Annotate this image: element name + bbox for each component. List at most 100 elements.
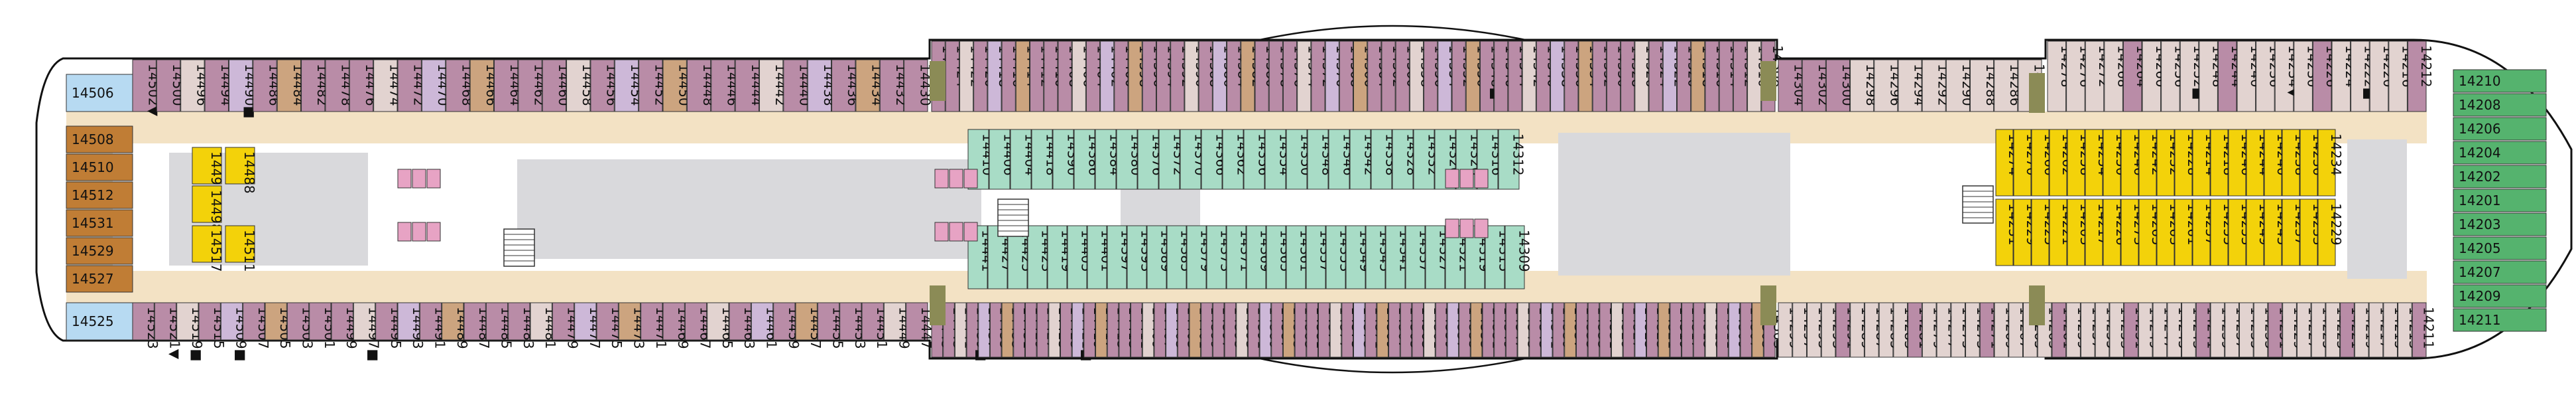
cabin[interactable]: 14286	[1994, 59, 2024, 112]
cabin[interactable]: 14304	[1778, 59, 1808, 112]
cabin-box	[204, 59, 229, 112]
cabin[interactable]: 14229	[2317, 199, 2344, 266]
cabin[interactable]: 14386	[1073, 129, 1102, 190]
cabin[interactable]: 14446	[711, 59, 741, 112]
cabin[interactable]: 14519■	[176, 302, 205, 362]
cabin-box	[1658, 302, 1670, 358]
cabin-box	[2210, 129, 2229, 197]
cabin[interactable]: 14207	[2453, 260, 2547, 284]
cabin-box	[1536, 40, 1551, 112]
cabin[interactable]: 14463	[729, 302, 757, 349]
cabin[interactable]: 14341	[1385, 225, 1413, 289]
cabin[interactable]: 14361	[1286, 225, 1314, 289]
cabin[interactable]: 14208	[2453, 93, 2547, 117]
cabin[interactable]: 14212	[2407, 40, 2434, 112]
cabin-number: 14309	[1516, 230, 1532, 272]
cabin[interactable]: 14472	[397, 59, 427, 112]
cabin-box	[2085, 40, 2105, 112]
cabin[interactable]: 14328	[1392, 129, 1420, 190]
cabin[interactable]: 14512	[66, 181, 133, 209]
cabin[interactable]: 14508	[66, 125, 133, 153]
cabin-box	[2296, 302, 2311, 358]
cabin[interactable]: 14366	[1201, 129, 1229, 190]
cabin[interactable]: 14430	[904, 59, 934, 112]
cabin[interactable]: 14438	[807, 59, 837, 112]
cabin-box	[1438, 40, 1452, 112]
cabin-number: 14201	[2459, 193, 2501, 208]
cabin-box	[421, 59, 446, 112]
cabin[interactable]: 14371	[1226, 225, 1254, 289]
cabin-box	[773, 302, 796, 341]
cabin[interactable]: 14224	[2331, 40, 2359, 112]
cabin-box	[2282, 199, 2300, 266]
cabin[interactable]: 14312	[1498, 129, 1526, 190]
cabin[interactable]: 14448	[686, 59, 716, 112]
cabin[interactable]: 14211	[2412, 302, 2437, 358]
cabin[interactable]: 14203	[2453, 212, 2547, 236]
cabin-box	[2174, 129, 2193, 197]
cabin[interactable]: 14531	[66, 209, 133, 237]
cabin-box	[1676, 40, 1691, 112]
cabin-box	[1821, 302, 1836, 358]
cabin[interactable]: 14473	[618, 302, 647, 349]
cabin-box	[331, 302, 353, 341]
cabin-box	[66, 209, 133, 237]
cabin[interactable]: 14525	[66, 302, 133, 341]
cabin[interactable]: 14506	[66, 74, 133, 112]
cabin[interactable]: 14373	[1206, 225, 1234, 289]
cabin[interactable]: 14202	[2453, 165, 2547, 189]
cabin[interactable]: 14210	[2453, 69, 2547, 93]
cabin[interactable]: 14487	[463, 302, 492, 349]
cabin[interactable]: 14337	[1405, 225, 1433, 289]
cabin-box	[966, 302, 979, 358]
cabin[interactable]: 14489	[442, 302, 470, 349]
cabin-box	[552, 302, 575, 341]
cabin[interactable]: 14444	[735, 59, 765, 112]
cabin[interactable]: 14498	[192, 185, 224, 232]
cabin[interactable]: 14479	[552, 302, 581, 349]
cabin[interactable]: 14461	[751, 302, 780, 349]
cabin[interactable]: 14346	[1328, 129, 1357, 190]
cabin[interactable]: 14204	[2453, 141, 2547, 165]
cabin[interactable]: 14527	[66, 265, 133, 293]
cabin[interactable]: 14205	[2453, 236, 2547, 260]
cabin[interactable]: 14327	[1425, 225, 1453, 289]
cabin[interactable]: 14471	[641, 302, 669, 349]
cabin[interactable]: 14529	[66, 237, 133, 265]
cabin[interactable]: 14201	[2453, 189, 2547, 212]
cabin[interactable]: 14206	[2453, 117, 2547, 141]
cabin[interactable]: 14390	[1052, 129, 1081, 190]
cabin[interactable]: 14510	[66, 153, 133, 181]
cabin[interactable]: 14242	[2138, 129, 2165, 197]
cabin[interactable]: 14353	[1325, 225, 1353, 289]
cabin[interactable]: 14482	[301, 59, 331, 112]
cabin[interactable]: 14393	[1127, 225, 1154, 289]
cabin[interactable]: 14493	[397, 302, 426, 349]
cabin[interactable]: 14300	[1825, 59, 1855, 112]
cabin-box	[542, 59, 567, 112]
cabin[interactable]: 14209	[2453, 284, 2547, 308]
cabin[interactable]: 14211	[2453, 308, 2547, 332]
cabin[interactable]: 14507	[243, 302, 271, 349]
cabin[interactable]: 14234	[2317, 129, 2344, 197]
cabin-box	[1564, 40, 1579, 112]
cabin[interactable]: 14216	[2388, 40, 2416, 112]
cabin[interactable]: 14517	[192, 225, 224, 272]
cabin[interactable]: 14345	[1365, 225, 1393, 289]
cabin[interactable]: 14309	[1504, 225, 1532, 289]
cabin[interactable]: 14500	[156, 59, 186, 112]
cabin-box	[1114, 40, 1129, 112]
cabin[interactable]: 14405	[1067, 225, 1095, 289]
cabin[interactable]: 14379	[1186, 225, 1214, 289]
cabin-box	[309, 302, 332, 341]
cabin[interactable]: 14511	[225, 225, 257, 272]
cabin[interactable]: 14488	[225, 147, 257, 194]
cabin-box	[1206, 225, 1227, 289]
cabin-box	[2453, 212, 2547, 236]
cabin[interactable]: 14452	[639, 59, 668, 112]
cabin[interactable]: 14365	[1266, 225, 1294, 289]
cabin-box	[1400, 302, 1412, 358]
cabin[interactable]: 14362	[1222, 129, 1251, 190]
cabin-box	[1268, 40, 1283, 112]
cabin[interactable]: 14475	[596, 302, 625, 349]
